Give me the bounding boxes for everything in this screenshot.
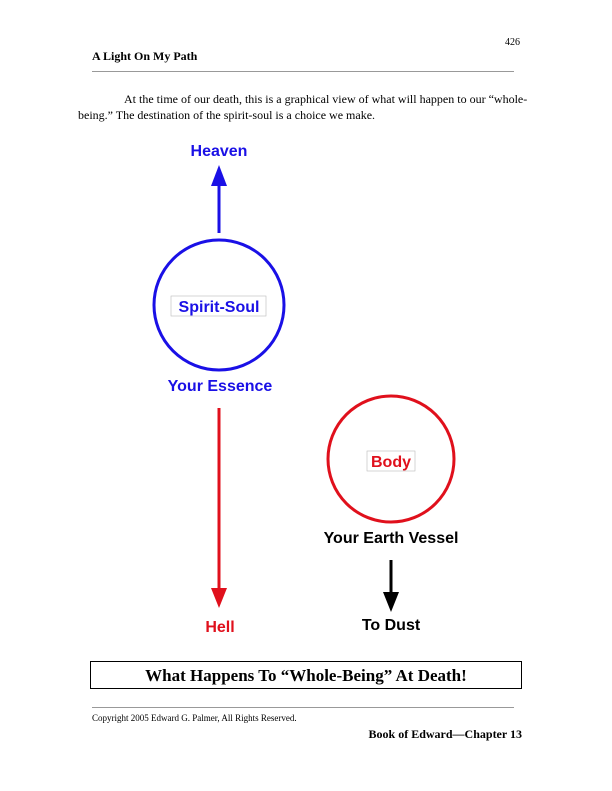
hell-label: Hell xyxy=(205,619,234,636)
essence-label: Your Essence xyxy=(168,378,273,395)
figure-caption: What Happens To “Whole-Being” At Death! xyxy=(90,661,522,689)
copyright-notice: Copyright 2005 Edward G. Palmer, All Rig… xyxy=(92,713,297,723)
heaven-label: Heaven xyxy=(191,143,248,160)
body-circle xyxy=(326,394,456,524)
chapter-footer: Book of Edward—Chapter 13 xyxy=(368,727,522,741)
heaven-arrow-head xyxy=(211,165,227,186)
spirit-soul-circle xyxy=(152,238,286,372)
body-label-box xyxy=(366,450,416,472)
header-divider xyxy=(92,71,514,72)
hell-arrow-head xyxy=(211,588,227,608)
dust-label: To Dust xyxy=(362,617,421,634)
whole-being-diagram: Heaven Spirit-Soul Your Essence Hell Bod… xyxy=(152,143,459,636)
dust-arrow-head xyxy=(383,592,399,612)
page-number: 426 xyxy=(505,37,520,48)
body-label: Body xyxy=(371,454,411,471)
earth-vessel-label: Your Earth Vessel xyxy=(324,530,459,547)
footer-divider xyxy=(92,707,514,708)
intro-paragraph: At the time of our death, this is a grap… xyxy=(78,91,538,123)
spirit-soul-label-box xyxy=(170,295,267,317)
spirit-soul-label: Spirit-Soul xyxy=(179,299,260,316)
book-title: A Light On My Path xyxy=(92,49,198,63)
intro-text: At the time of our death, this is a grap… xyxy=(78,92,528,122)
